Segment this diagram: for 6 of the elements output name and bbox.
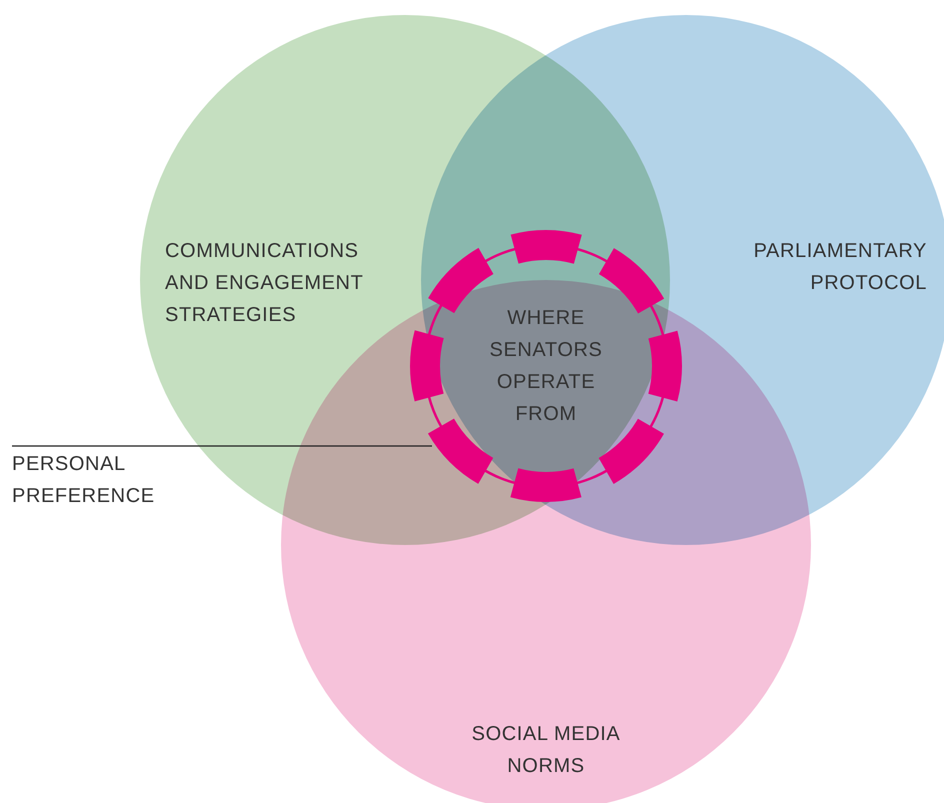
leader-line [12,445,432,447]
circle-label: SOCIAL MEDIA NORMS [470,722,622,779]
circle-label: PARLIAMENTARY PROTOCOL [752,239,927,296]
circle-label: COMMUNICATIONS AND ENGAGEMENT STRATEGIES [165,239,364,328]
callout-text: PERSONAL PREFERENCE [12,452,156,509]
center-label: WHERE SENATORS OPERATE FROM [488,306,604,427]
